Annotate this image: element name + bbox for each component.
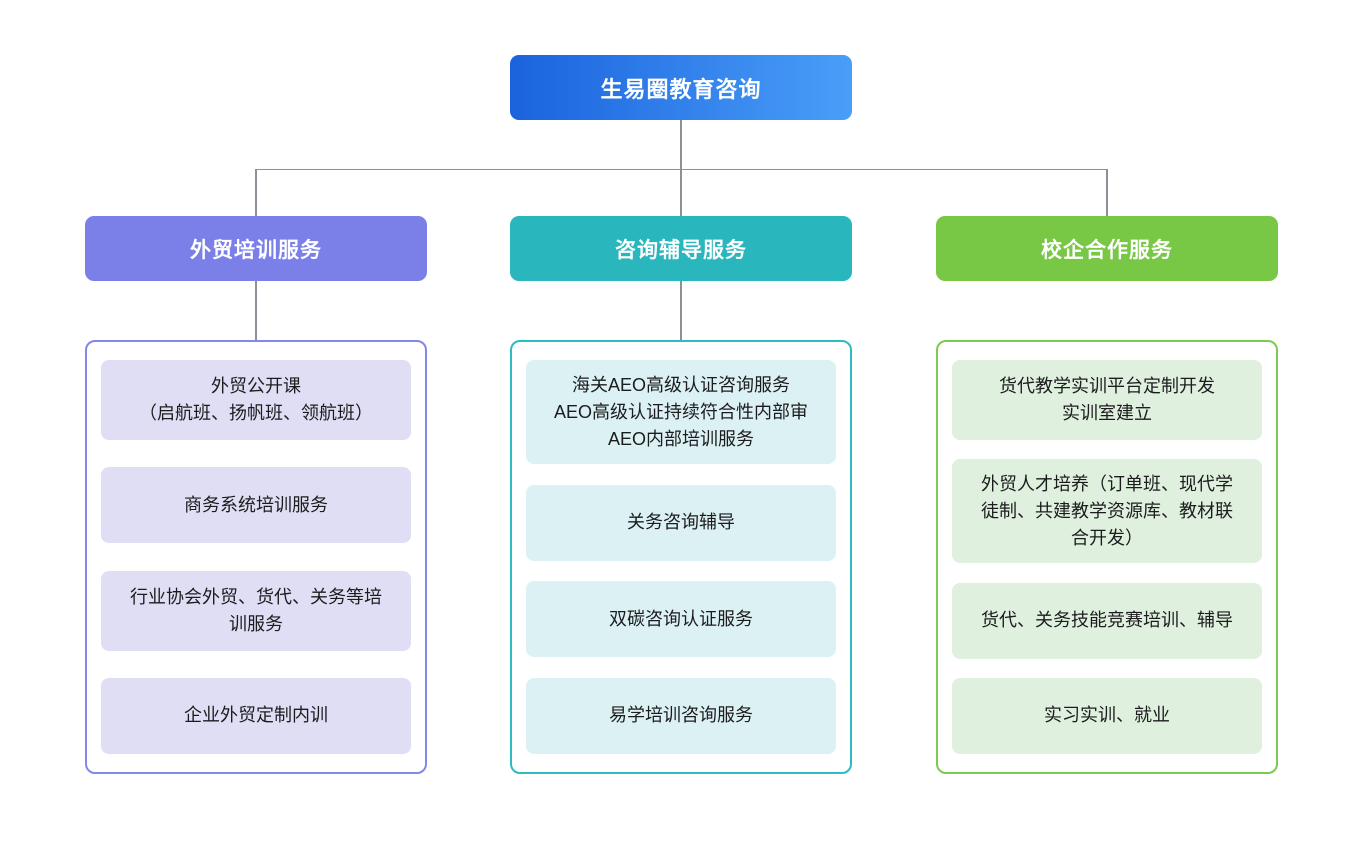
branch-header-label: 外贸培训服务: [190, 238, 322, 262]
connector-drop: [680, 169, 682, 216]
branch-header[interactable]: 外贸培训服务: [85, 216, 427, 281]
service-item[interactable]: 易学培训咨询服务: [526, 677, 836, 754]
branch-body: 海关AEO高级认证咨询服务 AEO高级认证持续符合性内部审 AEO内部培训服务 …: [510, 340, 852, 774]
branch-foreign-trade-training: 外贸培训服务 外贸公开课 （启航班、扬帆班、领航班） 商务系统培训服务 行业协会…: [85, 216, 427, 774]
service-item[interactable]: 外贸人才培养（订单班、现代学徒制、共建教学资源库、教材联合开发）: [952, 459, 1262, 564]
connector-stub: [680, 281, 682, 340]
service-item[interactable]: 行业协会外贸、货代、关务等培训服务: [101, 570, 411, 651]
branch-header[interactable]: 咨询辅导服务: [510, 216, 852, 281]
branch-body: 货代教学实训平台定制开发 实训室建立 外贸人才培养（订单班、现代学徒制、共建教学…: [936, 340, 1278, 774]
service-item[interactable]: 外贸公开课 （启航班、扬帆班、领航班）: [101, 360, 411, 440]
service-item[interactable]: 实习实训、就业: [952, 677, 1262, 754]
service-item[interactable]: 企业外贸定制内训: [101, 677, 411, 754]
service-item[interactable]: 商务系统培训服务: [101, 467, 411, 544]
service-item[interactable]: 货代教学实训平台定制开发 实训室建立: [952, 360, 1262, 440]
branch-consulting-coaching: 咨询辅导服务 海关AEO高级认证咨询服务 AEO高级认证持续符合性内部审 AEO…: [510, 216, 852, 774]
service-item[interactable]: 关务咨询辅导: [526, 484, 836, 561]
branch-header-label: 咨询辅导服务: [615, 238, 747, 262]
service-item[interactable]: 海关AEO高级认证咨询服务 AEO高级认证持续符合性内部审 AEO内部培训服务: [526, 360, 836, 464]
branch-header[interactable]: 校企合作服务: [936, 216, 1278, 281]
branch-school-enterprise-cooperation: 校企合作服务 货代教学实训平台定制开发 实训室建立 外贸人才培养（订单班、现代学…: [936, 216, 1278, 774]
root-node[interactable]: 生易圈教育咨询: [510, 55, 852, 120]
connector-drop: [255, 169, 257, 216]
connector-stub: [255, 281, 257, 340]
root-node-label: 生易圈教育咨询: [600, 76, 762, 102]
branch-body: 外贸公开课 （启航班、扬帆班、领航班） 商务系统培训服务 行业协会外贸、货代、关…: [85, 340, 427, 774]
branch-header-label: 校企合作服务: [1041, 238, 1173, 262]
connector-drop: [1106, 169, 1108, 216]
service-item[interactable]: 双碳咨询认证服务: [526, 581, 836, 658]
service-item[interactable]: 货代、关务技能竞赛培训、辅导: [952, 582, 1262, 659]
connector-trunk: [680, 120, 682, 169]
